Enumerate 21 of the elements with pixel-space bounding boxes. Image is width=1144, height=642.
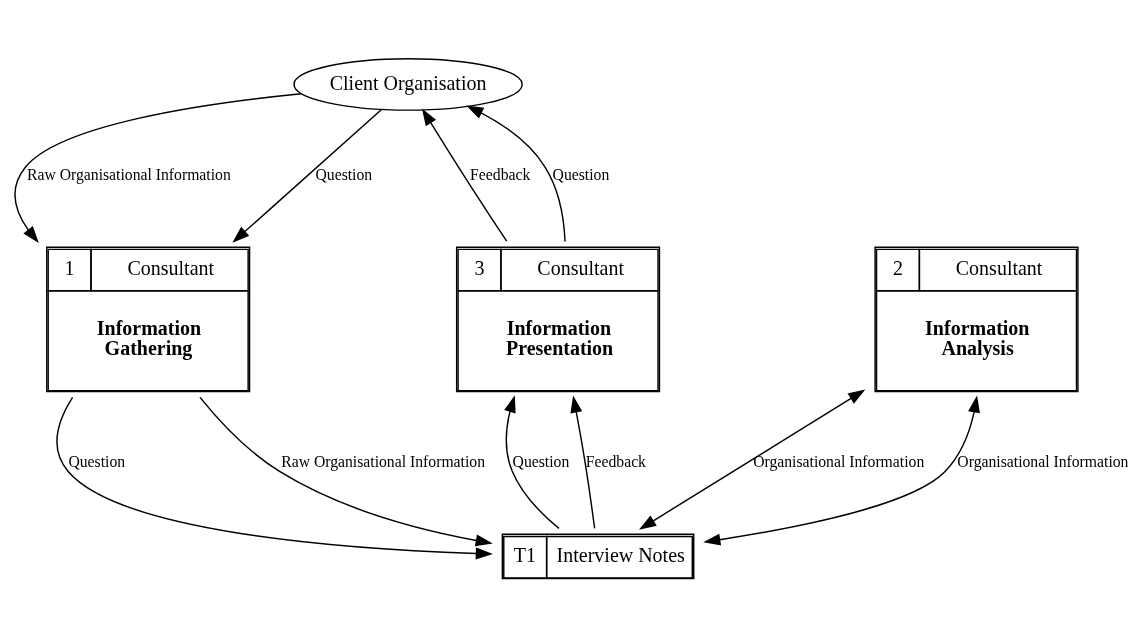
arrow <box>639 389 866 530</box>
arrow <box>199 396 493 546</box>
node-ellipse: Client Organisation <box>293 57 523 111</box>
arrow <box>466 105 566 242</box>
edge-label: Organisational Information <box>957 452 1129 470</box>
edge-label: Question <box>552 165 610 183</box>
arrow <box>703 394 980 546</box>
edge-label: Feedback <box>585 452 646 470</box>
arrow <box>56 396 493 559</box>
edge-label: Question <box>512 452 570 470</box>
edge-label: Question <box>68 452 126 470</box>
edge-label: Raw Organisational Information <box>26 165 231 183</box>
arrow <box>421 107 508 242</box>
arrow <box>232 108 382 243</box>
arrow <box>504 394 560 529</box>
arrow <box>570 395 596 529</box>
arrow <box>14 92 303 243</box>
edge-label: Feedback <box>470 165 531 183</box>
edge-label: Organisational Information <box>753 452 925 470</box>
edge-label: Question <box>315 165 373 183</box>
edge-label: Raw Organisational Information <box>281 452 486 470</box>
